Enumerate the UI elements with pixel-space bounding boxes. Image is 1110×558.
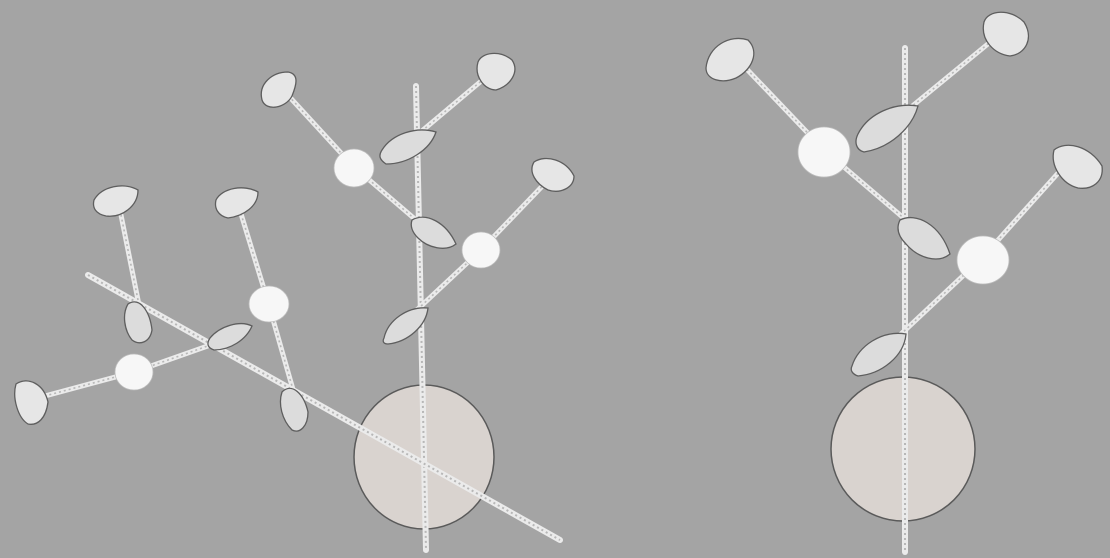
leaf	[477, 53, 515, 90]
node	[798, 127, 850, 177]
node	[249, 286, 289, 322]
node	[957, 236, 1009, 284]
left-diagonal-stem	[88, 275, 560, 540]
leaf	[856, 105, 918, 152]
leaf	[216, 188, 259, 218]
leaf	[15, 381, 48, 424]
leaf	[706, 38, 754, 80]
leaf	[851, 333, 906, 376]
node	[462, 232, 500, 268]
right-plant	[706, 12, 1102, 552]
leaf	[94, 186, 139, 216]
left-plant	[15, 53, 574, 550]
leaf	[208, 324, 252, 350]
leaf	[380, 130, 436, 164]
left-nodes	[115, 149, 500, 390]
node	[115, 354, 153, 390]
leaf	[532, 158, 574, 191]
leaf	[1053, 145, 1102, 188]
node	[334, 149, 374, 187]
leaf	[983, 12, 1028, 56]
